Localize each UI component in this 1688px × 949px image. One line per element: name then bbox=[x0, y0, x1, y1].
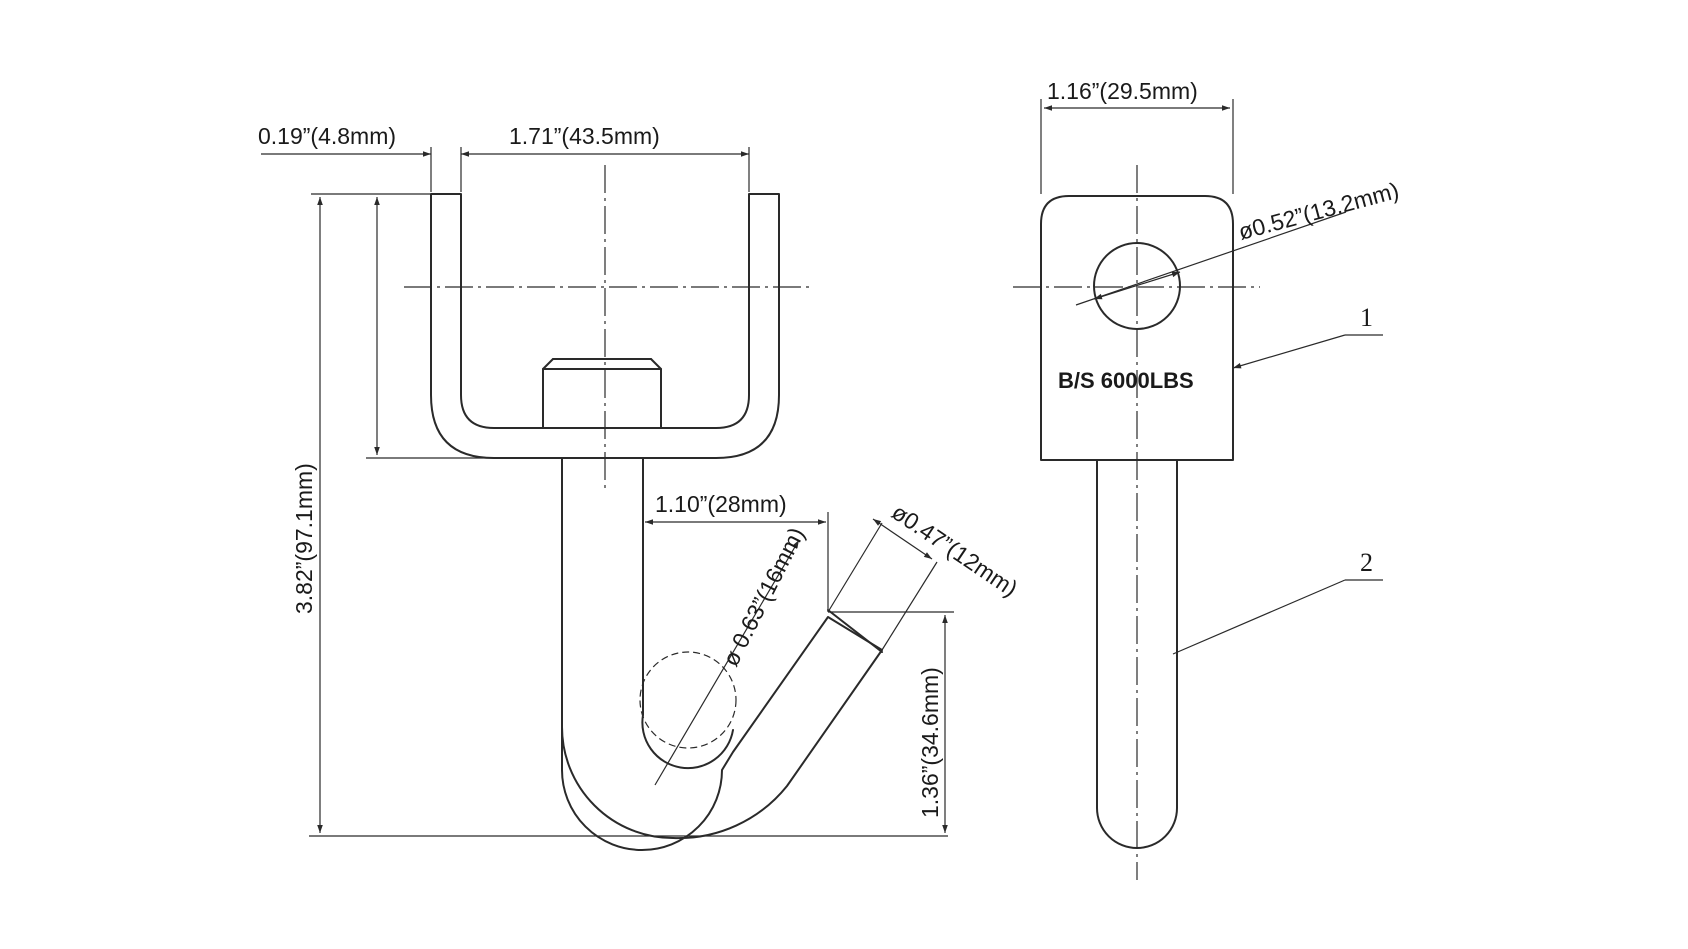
callout-2: 2 bbox=[1172, 548, 1383, 655]
hook-opening-label: 1.10”(28mm) bbox=[655, 491, 787, 517]
load-rating-marking: B/S 6000LBS bbox=[1058, 368, 1194, 393]
dim-wire-diameter: ø0.47”(12mm) bbox=[827, 499, 1023, 651]
clevis-body bbox=[430, 193, 780, 459]
hook-tip-height-label: 1.36”(34.6mm) bbox=[917, 667, 943, 818]
throat-diameter-label: ø 0.63”(16mm) bbox=[717, 523, 809, 670]
plate-width-label: 1.16”(29.5mm) bbox=[1047, 78, 1198, 104]
dim-clevis-depth bbox=[366, 197, 561, 459]
clevis-inner-width-label: 1.71”(43.5mm) bbox=[509, 123, 660, 149]
front-view: 0.19”(4.8mm) 1.71”(43.5mm) 3.82”(97.1mm)… bbox=[258, 123, 1023, 851]
flange-thickness-label: 0.19”(4.8mm) bbox=[258, 123, 396, 149]
overall-height-label: 3.82”(97.1mm) bbox=[291, 463, 317, 614]
callout-1-number: 1 bbox=[1360, 303, 1373, 332]
throat-circle bbox=[639, 651, 737, 749]
dim-hook-tip-height: 1.36”(34.6mm) bbox=[828, 611, 954, 833]
dim-hook-opening: 1.10”(28mm) bbox=[645, 491, 829, 612]
callout-1: 1 bbox=[1232, 303, 1383, 369]
dim-throat-diameter: ø 0.63”(16mm) bbox=[654, 523, 810, 786]
dim-plate-width: 1.16”(29.5mm) bbox=[1040, 78, 1234, 194]
dim-overall-height: 3.82”(97.1mm) bbox=[291, 193, 948, 837]
hole-diameter-label: ø0.52”(13.2mm) bbox=[1236, 177, 1402, 245]
callout-2-number: 2 bbox=[1360, 548, 1373, 577]
dim-flange-thickness: 0.19”(4.8mm) bbox=[258, 123, 462, 192]
plate-body bbox=[1040, 195, 1234, 461]
hook-body bbox=[561, 457, 883, 851]
wire-diameter-label: ø0.47”(12mm) bbox=[887, 499, 1022, 602]
dim-clevis-inner-width: 1.71”(43.5mm) bbox=[461, 123, 750, 192]
swivel-nut bbox=[542, 368, 662, 429]
side-view: B/S 6000LBS 1.16”(29.5mm) ø0.52”(13.2mm)… bbox=[1013, 78, 1402, 880]
